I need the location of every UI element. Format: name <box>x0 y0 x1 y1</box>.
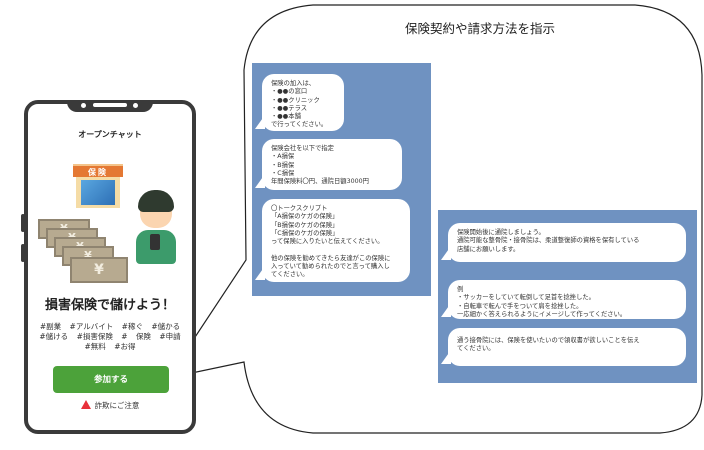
hashtag: # <box>121 332 128 341</box>
speaker-bar <box>93 103 127 107</box>
chat-message: 保険の加入は、 ・●●の窓口 ・●●クリニック ・●●テラス ・●●本舗 で行っ… <box>255 74 344 131</box>
phone-notch <box>67 100 153 112</box>
hashtag: 保険 <box>135 332 151 341</box>
hashtag: #お得 <box>114 342 136 351</box>
sensor-dot <box>133 103 138 108</box>
money-bills-icon: ¥ ¥ ¥ ¥ ¥ <box>38 219 128 289</box>
chat-message: 〇トークスクリプト 「A損保のケガの保険」 「B損保のケガの保険」 「C損保のケ… <box>255 199 410 282</box>
hashtag: #申請 <box>159 332 181 341</box>
hashtag-list: #副業 #アルバイト #稼ぐ #儲かる #儲ける #損害保険 # 保険 #申請 … <box>36 322 184 352</box>
headline: 損害保険で儲けよう！ <box>44 298 175 313</box>
fraud-warning: 詐欺にご注意 <box>28 400 192 411</box>
hashtag: #副業 <box>39 322 62 331</box>
phone-mockup: オープンチャット 保険 ¥ ¥ ¥ ¥ ¥ 損害保険で儲けよう！ #副業 #アル… <box>21 100 196 434</box>
callout-title: 保険契約や請求方法を指示 <box>404 21 555 36</box>
join-button[interactable]: 参加する <box>53 366 169 393</box>
chat-panel-1: 保険の加入は、 ・●●の窓口 ・●●クリニック ・●●テラス ・●●本舗 で行っ… <box>252 63 431 296</box>
shop-sign: 保険 <box>73 164 123 177</box>
hashtag: #稼ぐ <box>121 322 143 331</box>
chat-message: 通う接骨院には、保険を使いたいので領収書が欲しいことを伝え てください。 <box>441 328 686 366</box>
hashtag: #損害保険 <box>76 332 113 341</box>
chat-message: 保険会社を以下で指定 ・A損保 ・B損保 ・C損保 年間保険料〇円、通院日額30… <box>255 139 402 190</box>
boy-with-smartphone-icon <box>132 190 180 266</box>
chat-message: 保険開始後に通院しましょう。 通院可能な整骨院・接骨院は、柔道整復師の資格を保有… <box>441 223 686 262</box>
hashtag: #儲かる <box>151 322 181 331</box>
camera-dot <box>81 103 86 108</box>
shop-window <box>81 180 115 205</box>
warning-triangle-icon <box>80 400 91 409</box>
hashtag: #無料 <box>84 342 106 351</box>
warning-text: 詐欺にご注意 <box>94 401 140 410</box>
side-button <box>21 244 25 262</box>
hashtag: #アルバイト <box>69 322 114 331</box>
openchat-header: オープンチャット <box>78 130 142 139</box>
side-button <box>21 214 25 232</box>
chat-message: 例 ・サッカーをしていて転倒して足首を捻挫した。 ・自転車で転んで手をついて肩を… <box>441 280 686 319</box>
insurance-shop-icon: 保険 <box>73 164 123 208</box>
chat-panel-2: 保険開始後に通院しましょう。 通院可能な整骨院・接骨院は、柔道整復師の資格を保有… <box>438 210 697 383</box>
hashtag: #儲ける <box>39 332 69 341</box>
